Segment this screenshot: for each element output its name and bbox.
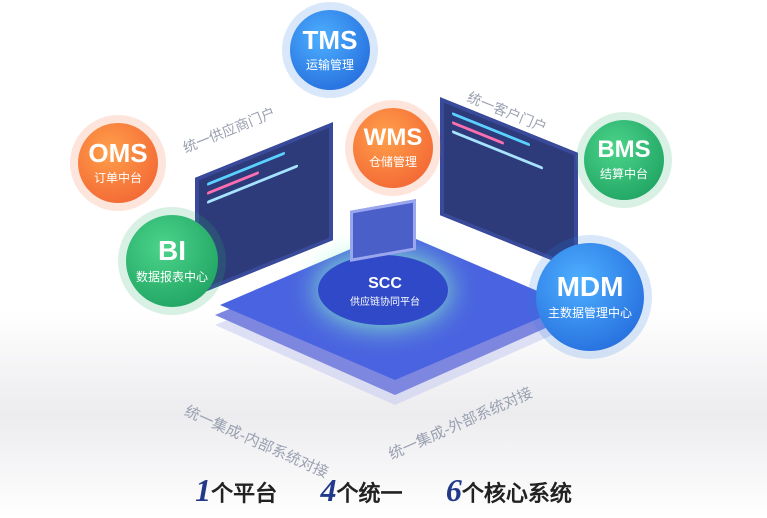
- bms-subtitle: 结算中台: [599, 167, 648, 181]
- summary-footer: 1个平台 4个统一 6个核心系统: [0, 472, 767, 509]
- wms-node[interactable]: WMS 仓储管理: [353, 108, 433, 188]
- summary-text: 个核心系统: [461, 482, 572, 507]
- mdm-node[interactable]: MDM 主数据管理中心: [536, 243, 644, 351]
- mdm-subtitle: 主数据管理中心: [547, 306, 632, 320]
- scc-subtitle: 供应链协同平台: [350, 297, 420, 308]
- oms-subtitle: 订单中台: [93, 171, 142, 185]
- oms-title: OMS: [88, 138, 148, 168]
- summary-number: 1: [195, 472, 212, 508]
- tms-title: TMS: [302, 25, 358, 55]
- wms-subtitle: 仓储管理: [368, 155, 417, 169]
- scc-disc: [318, 255, 448, 325]
- bi-node[interactable]: BI 数据报表中心: [126, 215, 218, 307]
- scc-label: SCC 供应链协同平台: [330, 275, 440, 308]
- bi-subtitle: 数据报表中心: [135, 270, 208, 284]
- bms-title: BMS: [597, 136, 651, 163]
- summary-text: 个平台: [211, 482, 278, 507]
- summary-unified: 4个统一: [320, 472, 403, 508]
- mdm-title: MDM: [556, 271, 624, 302]
- summary-core-systems: 6个核心系统: [446, 472, 572, 508]
- bi-title: BI: [158, 235, 186, 266]
- summary-platform: 1个平台: [195, 472, 278, 508]
- tms-subtitle: 运输管理: [305, 58, 354, 72]
- oms-node[interactable]: OMS 订单中台: [78, 123, 158, 203]
- summary-number: 6: [445, 472, 462, 508]
- tms-node[interactable]: TMS 运输管理: [290, 10, 370, 90]
- summary-text: 个统一: [336, 482, 403, 507]
- bms-node[interactable]: BMS 结算中台: [584, 120, 664, 200]
- wms-title: WMS: [363, 124, 423, 151]
- scc-title: SCC: [368, 275, 402, 292]
- summary-number: 4: [320, 472, 337, 508]
